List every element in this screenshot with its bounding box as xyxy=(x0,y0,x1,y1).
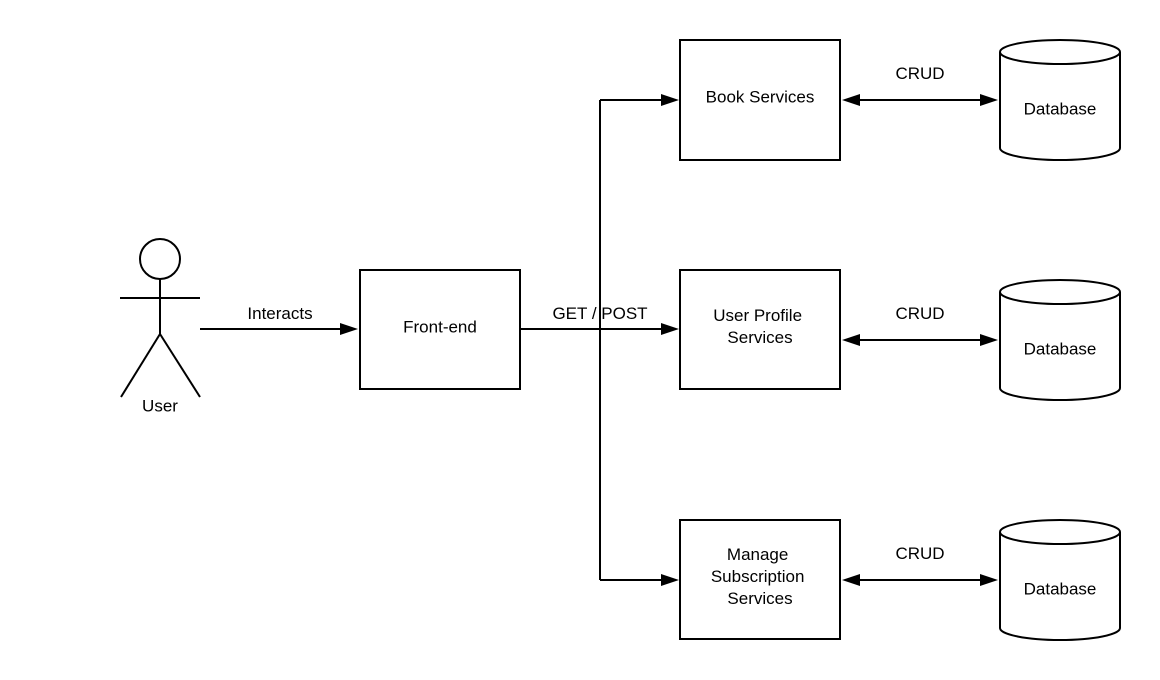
interacts-arrow-head xyxy=(340,323,358,335)
user-actor-right-leg xyxy=(159,333,201,398)
frontend-label: Front-end xyxy=(403,317,477,336)
database-2-label: Database xyxy=(1024,339,1097,358)
manage-subscription-services-label-line-3: Services xyxy=(727,589,792,608)
crud-arrow-2 xyxy=(842,334,998,346)
user-profile-services-label: User Profile Services xyxy=(713,306,807,347)
database-cylinder-2 xyxy=(999,279,1121,401)
crud-label-2: CRUD xyxy=(895,304,944,323)
crud-arrow-2-left-head xyxy=(842,334,860,346)
database-2-rim xyxy=(999,291,1121,305)
user-actor xyxy=(120,238,201,398)
user-profile-services-label-line-1: User Profile xyxy=(713,306,802,325)
user-profile-services-label-line-2: Services xyxy=(727,328,792,347)
user-profile-services-box xyxy=(679,269,841,390)
manage-subscription-services-label-line-1: Manage xyxy=(727,545,788,564)
get-post-label: GET / POST xyxy=(552,304,647,323)
crud-arrow-1-right-head xyxy=(980,94,998,106)
crud-label-1: CRUD xyxy=(895,64,944,83)
database-2-body xyxy=(999,279,1121,401)
database-1-rim xyxy=(999,51,1121,65)
crud-arrow-3-right-head xyxy=(980,574,998,586)
user-label: User xyxy=(142,396,178,415)
manage-subscription-services-label: Manage Subscription Services xyxy=(711,545,809,608)
book-services-label: Book Services xyxy=(706,87,815,106)
crud-arrow-1-left-head xyxy=(842,94,860,106)
database-3-body xyxy=(999,519,1121,641)
get-post-connector xyxy=(520,94,679,586)
crud-label-3: CRUD xyxy=(895,544,944,563)
database-cylinder-3 xyxy=(999,519,1121,641)
database-1-body xyxy=(999,39,1121,161)
database-3-label: Database xyxy=(1024,579,1097,598)
book-services-box xyxy=(679,39,841,161)
manage-subscription-services-box xyxy=(679,519,841,640)
subscription-services-arrow-head xyxy=(661,574,679,586)
database-3-rim xyxy=(999,531,1121,545)
crud-arrow-1 xyxy=(842,94,998,106)
manage-subscription-services-label-line-2: Subscription xyxy=(711,567,805,586)
crud-arrow-2-right-head xyxy=(980,334,998,346)
interacts-label: Interacts xyxy=(247,304,312,323)
user-actor-left-leg xyxy=(120,333,161,398)
crud-arrow-3-left-head xyxy=(842,574,860,586)
crud-arrow-3 xyxy=(842,574,998,586)
interacts-arrow xyxy=(200,323,358,335)
user-actor-head xyxy=(139,238,181,280)
database-cylinder-1 xyxy=(999,39,1121,161)
frontend-box xyxy=(359,269,521,390)
database-1-label: Database xyxy=(1024,99,1097,118)
get-post-arrow-head xyxy=(661,323,679,335)
book-services-arrow-head xyxy=(661,94,679,106)
